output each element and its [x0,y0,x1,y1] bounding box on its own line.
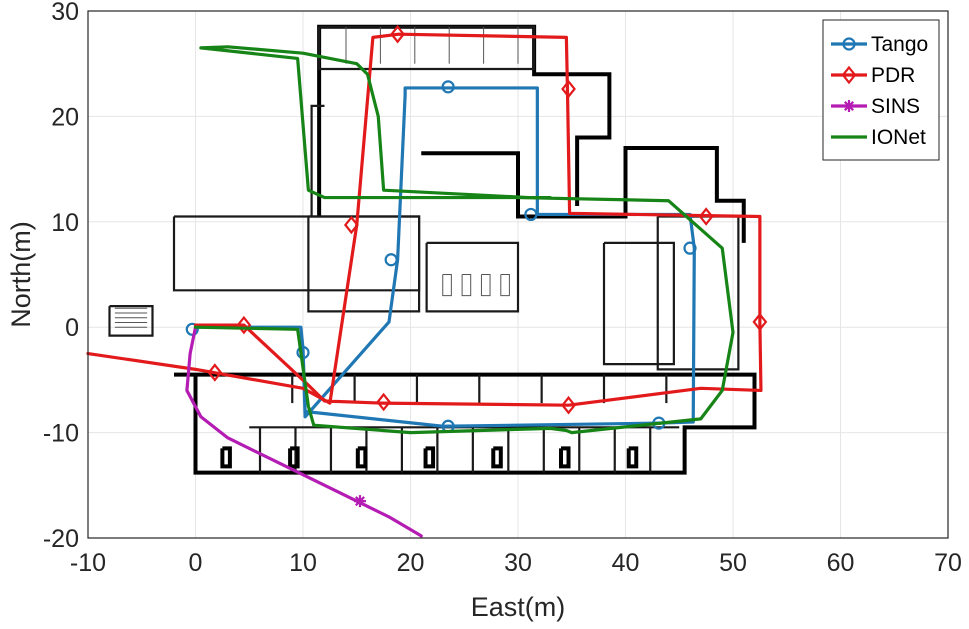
floorplan-west-room [307,215,421,313]
floorplan-pillar [491,446,503,469]
floorplan-pillar [423,446,436,469]
x-tick-label: 70 [934,549,962,577]
floor-plan [108,24,757,475]
floorplan-pillar [355,446,368,469]
floorplan-pillar [559,446,571,469]
x-tick-label: 40 [612,549,640,577]
series-marker-pdr [343,215,359,235]
series-marker-tango [683,241,697,255]
floorplan-center-cell [461,274,472,297]
legend-label-sins: SINS [871,95,920,118]
legend-marker-sins [843,100,855,112]
legend-label-tango: Tango [871,33,928,56]
y-tick-label: 20 [51,103,79,131]
series-marker-sins [353,495,366,508]
x-tick-label: 60 [827,549,855,577]
series-marker-tango [384,253,398,267]
floorplan-center-cell [500,274,510,297]
x-tick-label: 0 [189,549,203,577]
x-axis-label: East(m) [471,592,566,622]
floorplan-pillar [288,446,300,469]
legend-marker-pdr [841,65,857,85]
x-tick-label: 30 [504,549,532,577]
x-tick-label: 20 [397,549,425,577]
series-marker-pdr [561,79,576,99]
y-tick-label: -10 [43,420,79,448]
floorplan-north-edge [310,104,325,217]
floorplan-west-hall [172,215,421,292]
x-tick-label: 50 [719,549,747,577]
floorplan-east-room [602,241,675,366]
series-marker-pdr [236,315,252,335]
x-tick-label: 10 [289,549,317,577]
series-line-ionet [193,45,735,435]
floorplan-east-block [421,146,746,243]
y-tick-label: 0 [65,314,79,342]
floorplan-center-cell [480,274,491,297]
floorplan-west-stair [108,305,154,337]
series-line-sins [185,325,423,538]
floorplan-pillar [220,446,232,469]
series-marker-tango [185,322,199,336]
series-group [86,24,768,538]
y-tick-label: 10 [51,209,79,237]
series-marker-tango [524,207,538,222]
floorplan-center-room [425,241,520,313]
floorplan-east-rooms [656,215,740,371]
legend-label-ionet: IONet [871,126,926,149]
legend-label-pdr: PDR [871,64,915,87]
series-marker-pdr [752,312,768,332]
y-tick-label: 30 [51,0,79,26]
series-marker-pdr [207,363,223,382]
floorplan-pillar [626,446,639,469]
series-marker-pdr [698,207,714,226]
legend-marker-tango [842,37,856,51]
floorplan-center-cell [442,274,452,297]
y-tick-label: -20 [43,525,79,553]
series-marker-pdr [390,24,406,44]
plot-frame [87,10,949,539]
series-marker-pdr [561,395,576,415]
y-axis-label: North(m) [6,221,36,328]
series-marker-pdr [376,392,392,412]
series-line-pdr [86,32,763,407]
floorplan-south-block [174,372,757,475]
series-marker-tango [441,80,455,94]
x-tick-label: -10 [70,549,106,577]
